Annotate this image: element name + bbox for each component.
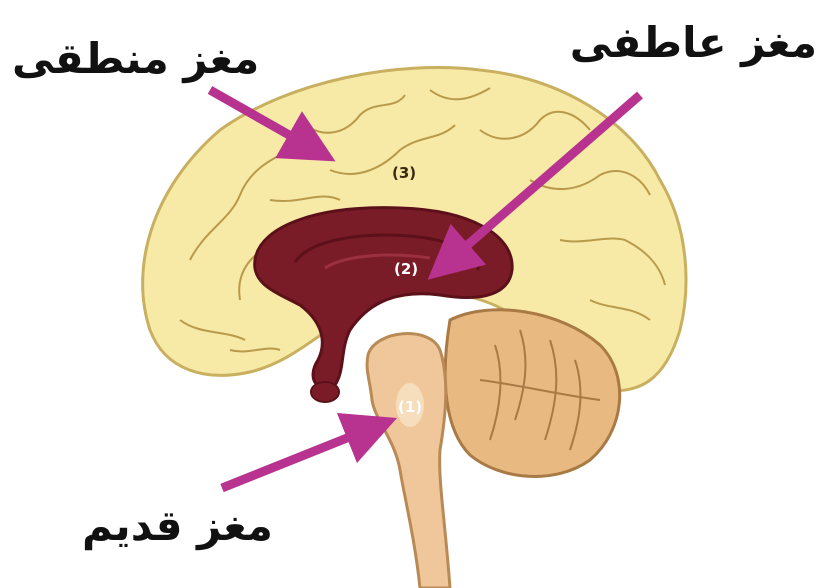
region-number-brainstem: (1) [398,398,422,416]
arrow-old-brain [222,428,372,488]
emotional-brain-label: مغز عاطفی [570,22,817,64]
old-brain-label: مغز قدیم [82,505,273,547]
amygdala [311,382,339,402]
region-number-cortex: (3) [392,164,416,182]
region-number-limbic: (2) [394,260,418,278]
logical-brain-label: مغز منطقی [12,38,259,80]
brainstem [367,334,450,588]
